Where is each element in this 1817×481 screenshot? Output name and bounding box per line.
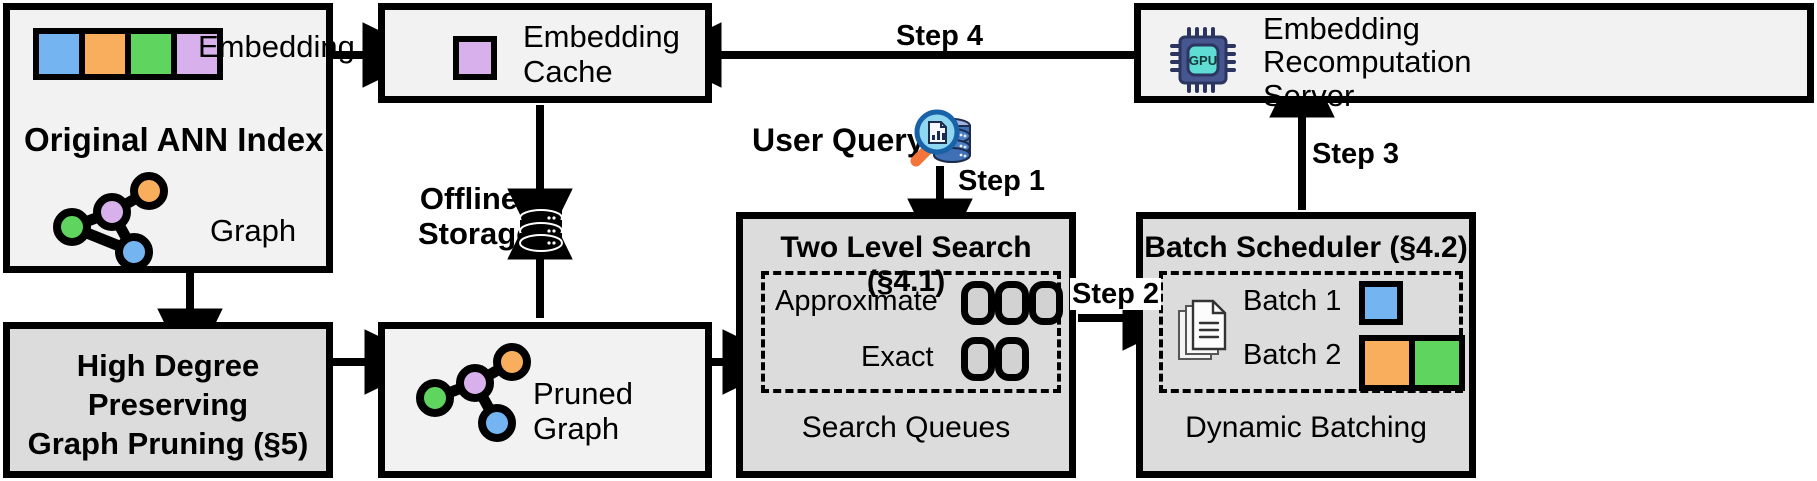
offline-storage-line1: Offline bbox=[419, 181, 518, 216]
graph-glyph bbox=[53, 172, 168, 271]
step-3-label: Step 3 bbox=[1312, 138, 1400, 170]
magnifier-database-icon bbox=[910, 109, 971, 167]
graph-pruning-box: High Degree Preserving Graph Pruning (§5… bbox=[3, 322, 333, 478]
user-query-label: User Query bbox=[752, 122, 925, 158]
gpu-icon-text: GPU bbox=[1189, 53, 1217, 68]
step-1-label: Step 1 bbox=[958, 165, 1046, 197]
recomputation-server-title-line2: Recomputation bbox=[1263, 44, 1472, 80]
original-ann-index-title: Original ANN Index bbox=[24, 121, 324, 158]
documents-stack-icon bbox=[1178, 299, 1227, 360]
batch-scheduler-box: Batch Scheduler (§4.2) Batch 1 Batch 2 bbox=[1136, 212, 1476, 478]
embedding-cell-purple bbox=[177, 34, 217, 74]
embedding-label: Embedding bbox=[198, 29, 355, 64]
graph-pruning-line1: High Degree Preserving bbox=[76, 348, 260, 422]
approximate-queue-block-3 bbox=[1029, 281, 1063, 325]
approximate-row-label: Approximate bbox=[775, 285, 938, 317]
embedding-cache-title: Embedding Cache bbox=[523, 19, 680, 89]
batch-2-swatch-orange bbox=[1365, 341, 1415, 385]
batch-scheduler-title: Batch Scheduler (§4.2) bbox=[1144, 231, 1468, 264]
database-cylinder-icon bbox=[519, 199, 563, 252]
exact-row-label: Exact bbox=[861, 341, 934, 373]
pruned-graph-label: Pruned Graph bbox=[533, 376, 633, 446]
embedding-recomputation-server-box: GPU Embedding Recomputation Server bbox=[1134, 3, 1814, 112]
pruned-graph-box: Pruned Graph bbox=[378, 322, 712, 478]
embedding-cell-blue bbox=[39, 34, 85, 74]
batch-2-swatch-green bbox=[1415, 341, 1459, 385]
offline-storage-line2: Storage bbox=[418, 215, 534, 251]
offline-storage-label: Offline Storage bbox=[418, 181, 534, 251]
embedding-cache-swatch bbox=[453, 36, 497, 80]
embedding-cache-title-line1: Embedding bbox=[523, 19, 680, 54]
embedding-cell-orange bbox=[85, 34, 131, 74]
graph-label: Graph bbox=[210, 213, 297, 248]
exact-queue-block-1 bbox=[961, 337, 995, 381]
recomputation-server-title: Embedding Recomputation Server bbox=[1263, 11, 1472, 113]
step-4-label: Step 4 bbox=[896, 20, 984, 52]
pruned-graph-glyph bbox=[416, 343, 531, 442]
search-queues-group: Approximate Exact bbox=[761, 271, 1063, 393]
batch-1-label: Batch 1 bbox=[1243, 285, 1342, 317]
search-queues-caption: Search Queues bbox=[801, 411, 1011, 444]
approximate-queue-block-2 bbox=[995, 281, 1029, 325]
dynamic-batching-group: Batch 1 Batch 2 bbox=[1159, 271, 1465, 393]
embedding-cache-title-line2: Cache bbox=[523, 53, 613, 89]
gpu-chip-icon: GPU bbox=[1170, 27, 1236, 93]
batch-1-swatch-blue bbox=[1359, 281, 1403, 325]
batch-2-label: Batch 2 bbox=[1243, 339, 1342, 371]
graph-pruning-line2: Graph Pruning (§5) bbox=[27, 425, 309, 461]
exact-queue-block-2 bbox=[995, 337, 1029, 381]
original-ann-index-box: Embedding Original ANN Index Graph bbox=[3, 3, 355, 273]
recomputation-server-title-line3: Server bbox=[1263, 77, 1355, 113]
recomputation-server-title-line1: Embedding bbox=[1263, 11, 1420, 46]
embedding-cache-box: Embedding Cache bbox=[378, 3, 712, 103]
embedding-cell-green bbox=[131, 34, 177, 74]
two-level-search-title: Two Level Search (§4.1) bbox=[780, 231, 1032, 298]
batch-2-swatch-group bbox=[1359, 335, 1465, 391]
graph-pruning-title: High Degree Preserving Graph Pruning (§5… bbox=[10, 347, 326, 463]
two-level-search-box: Two Level Search (§4.1) Approximate Exac… bbox=[736, 212, 1076, 478]
embedding-strip bbox=[33, 28, 223, 80]
approximate-queue-block-1 bbox=[961, 281, 995, 325]
dynamic-batching-caption: Dynamic Batching bbox=[1185, 411, 1427, 444]
step-2-label: Step 2 bbox=[1070, 278, 1162, 311]
